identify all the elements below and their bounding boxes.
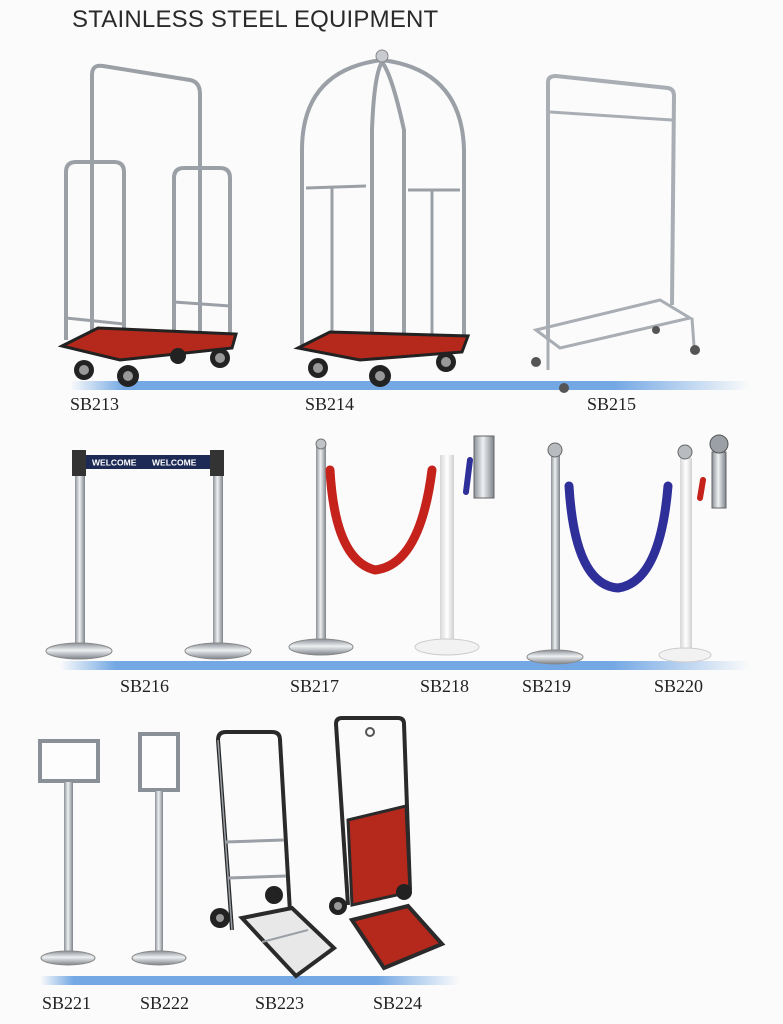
row1-divider [70, 381, 750, 390]
product-code-sb216: SB216 [120, 676, 170, 696]
product-code-sb213: SB213 [70, 394, 120, 414]
product-code-sb218: SB218 [420, 676, 470, 696]
product-code-sb221: SB221 [42, 993, 92, 1013]
row2-divider [60, 661, 750, 670]
sb215-garment-rack-image [531, 73, 700, 393]
product-code-sb215: SB215 [587, 394, 637, 414]
product-code-sb222: SB222 [140, 993, 190, 1013]
product-code-sb224: SB224 [373, 993, 423, 1013]
sb219-sb220-rope-stanchions-image [526, 434, 729, 665]
sb221-sign-stand-image [38, 739, 100, 966]
product-code-sb214: SB214 [305, 394, 355, 414]
sb224-hand-truck-carpeted-image [329, 716, 446, 971]
sb214-birdcage-cart-image [293, 49, 471, 387]
sb222-sign-stand-image [131, 732, 187, 966]
product-code-sb217: SB217 [290, 676, 340, 696]
sb216-belt-stanchions-image: WELCOME WELCOME [45, 450, 252, 660]
sb216-banner-text-right: WELCOME [152, 458, 197, 468]
sb216-banner-text-left: WELCOME [92, 458, 137, 468]
row3-divider [40, 976, 460, 985]
product-code-sb223: SB223 [255, 993, 305, 1013]
sb223-hand-truck-image [210, 730, 338, 979]
page-title: STAINLESS STEEL EQUIPMENT [72, 6, 439, 33]
product-code-sb220: SB220 [654, 676, 704, 696]
sb213-luggage-cart-image [57, 63, 238, 387]
product-code-sb219: SB219 [522, 676, 572, 696]
sb217-sb218-rope-stanchions-image [288, 435, 495, 656]
